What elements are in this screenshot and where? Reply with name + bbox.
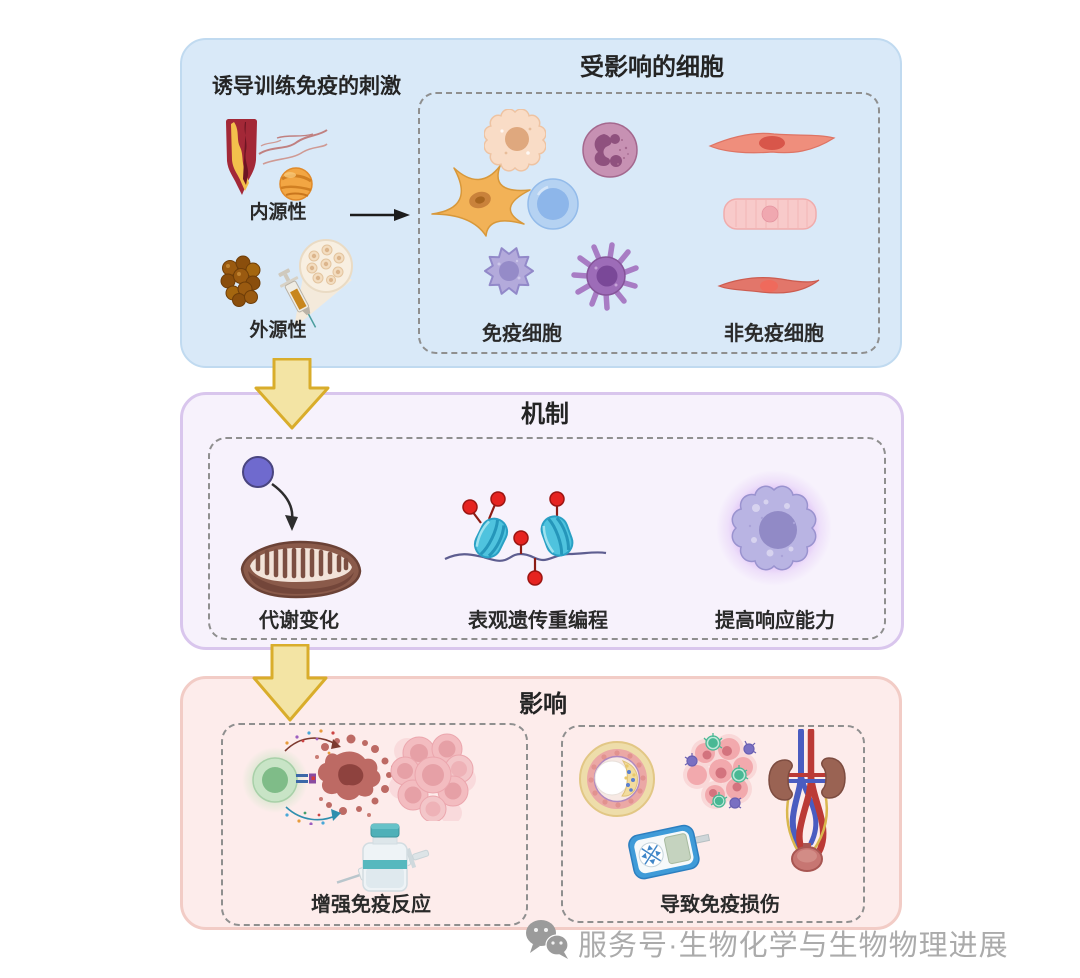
- muscle-cell-icon: [723, 198, 817, 230]
- urinary-system-icon: [768, 729, 846, 872]
- right-arrow-icon: [350, 209, 410, 221]
- tumor-immune-infiltrate-icon: [683, 733, 757, 809]
- responsiveness-label: 提高响应能力: [715, 610, 835, 632]
- epigenetic-label: 表观遗传重编程: [468, 610, 608, 632]
- endogenous-label: 内源性: [249, 202, 307, 223]
- immune-damage-box: [561, 725, 865, 923]
- immune-cells-label: 免疫细胞: [482, 323, 562, 345]
- stimuli-title: 诱导训练免疫的刺激: [212, 75, 401, 98]
- neutrophil-cell-icon: [582, 122, 638, 178]
- down-block-arrow-1: [254, 358, 330, 430]
- bacteria-cluster-icon: [220, 255, 261, 307]
- watermark-text: 服务号·生物化学与生物物理进展: [578, 930, 1009, 962]
- atherosclerosis-icon: [579, 741, 655, 817]
- fibrils-icon: [258, 129, 328, 165]
- affected-cells-box: [418, 92, 880, 354]
- immune-damage-label: 导致免疫损伤: [660, 894, 780, 916]
- monocyte-cell-icon: [484, 247, 534, 295]
- down-block-arrow-2: [252, 644, 328, 722]
- glowing-cell-icon: [716, 470, 832, 586]
- tumor-spheroid-icon: [389, 733, 476, 821]
- lymphocyte-cell-icon: [527, 178, 579, 230]
- ldl-particle-icon: [279, 167, 313, 201]
- metabolic-label: 代谢变化: [259, 610, 339, 632]
- glucose-meter-icon: [628, 824, 711, 880]
- dendritic-cell-dark-icon: [571, 242, 639, 311]
- epigenetics-histones-icon: [444, 491, 607, 586]
- fibroblast-cell-icon: [708, 132, 836, 154]
- spindle-cell-icon: [717, 276, 820, 294]
- blood-vessel-icon: [226, 119, 257, 195]
- panel-mechanism: 机制 代谢变化: [180, 392, 904, 650]
- effects-title: 影响: [519, 691, 567, 718]
- immune-attack-icon: [242, 729, 395, 825]
- dendritic-cell-icon: [431, 165, 531, 237]
- wechat-icon: [526, 920, 569, 959]
- cells-title: 受影响的细胞: [580, 54, 724, 81]
- metabolite-mitochondrion-icon: [240, 456, 362, 599]
- vaccine-vial-icon: [336, 823, 430, 892]
- macrophage-cell-icon: [484, 109, 546, 172]
- exogenous-label: 外源性: [249, 320, 307, 341]
- syringe-vaccine-icon: [278, 239, 353, 328]
- panel-stimuli-cells: 诱导训练免疫的刺激 内源性: [180, 38, 902, 368]
- enhanced-response-label: 增强免疫反应: [311, 894, 431, 916]
- mechanism-title: 机制: [521, 401, 569, 428]
- mechanism-box: [208, 437, 886, 640]
- enhanced-response-box: [221, 723, 528, 926]
- non-immune-cells-label: 非免疫细胞: [724, 323, 824, 345]
